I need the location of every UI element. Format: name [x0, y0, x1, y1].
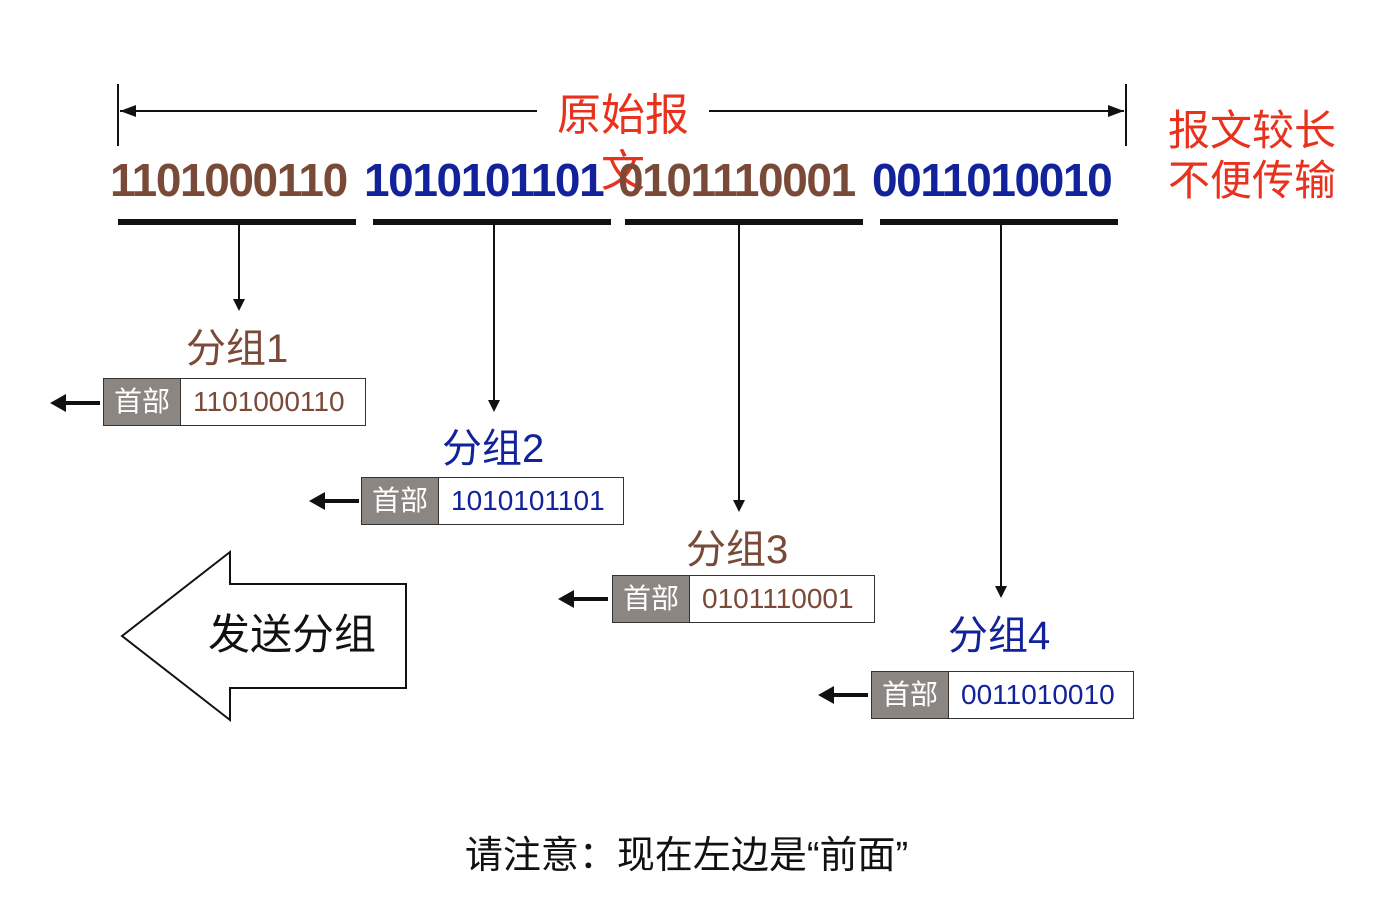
send-packets-label: 发送分组: [208, 611, 377, 658]
connector-4-arrowhead: [995, 586, 1007, 598]
send-direction-arrow-icon: [120, 549, 407, 723]
segment-3-bar: [625, 219, 863, 225]
segment-4-bar: [880, 219, 1118, 225]
packet-3-send-arrow: [558, 590, 608, 608]
original-message-title: 原始报文: [537, 88, 709, 196]
packet-3: 首部 0101110001: [612, 575, 875, 623]
packet-1-header: 首部: [104, 379, 181, 425]
packet-4-label: 分组4: [948, 614, 1051, 658]
packet-1-payload: 1101000110: [193, 386, 345, 417]
segment-2-bar: [373, 219, 611, 225]
connector-1: [238, 225, 240, 301]
packet-2-label: 分组2: [442, 427, 545, 471]
packet-2-payload: 1010101101: [451, 485, 605, 516]
segment-1-bits: 1101000110: [110, 154, 348, 206]
packet-2: 首部 1010101101: [361, 477, 624, 525]
packet-3-payload: 0101110001: [702, 583, 854, 614]
packet-4: 首部 0011010010: [871, 671, 1134, 719]
footer-note: 请注意：现在左边是“前面”: [464, 835, 909, 877]
side-note-line1: 报文较长: [1168, 107, 1337, 154]
connector-2-arrowhead: [488, 400, 500, 412]
packet-1-label: 分组1: [186, 327, 289, 371]
connector-2: [493, 225, 495, 401]
connector-1-arrowhead: [233, 299, 245, 311]
packet-4-send-arrow: [818, 686, 868, 704]
packet-2-header: 首部: [362, 478, 439, 524]
packet-1: 首部 1101000110: [103, 378, 366, 426]
connector-3-arrowhead: [733, 500, 745, 512]
packet-2-send-arrow: [309, 492, 359, 510]
connector-3: [738, 225, 740, 501]
packet-3-label: 分组3: [686, 528, 789, 572]
side-note-line2: 不便传输: [1168, 157, 1337, 204]
packet-3-header: 首部: [613, 576, 690, 622]
side-note: 报文较长 不便传输: [1168, 106, 1368, 206]
segment-4-bits: 0011010010: [872, 154, 1113, 206]
packet-4-payload: 0011010010: [961, 679, 1115, 710]
connector-4: [1000, 225, 1002, 587]
packet-4-header: 首部: [872, 672, 949, 718]
packet-1-send-arrow: [50, 394, 100, 412]
segment-1-bar: [118, 219, 356, 225]
segment-2-bits: 1010101101: [364, 154, 605, 206]
segment-3-bits: 0101110001: [618, 154, 856, 206]
